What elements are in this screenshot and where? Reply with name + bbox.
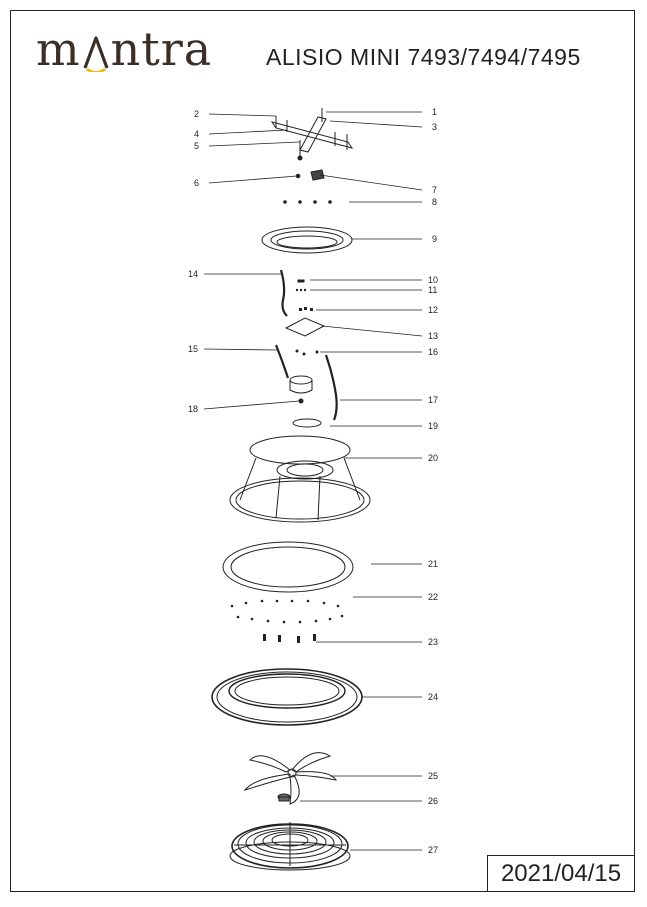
callout-19: 19 (428, 421, 438, 431)
logo-text-start: m (36, 22, 81, 76)
callout-14: 14 (188, 269, 198, 279)
callout-3: 3 (432, 122, 437, 132)
callout-17: 17 (428, 395, 438, 405)
terminal-plate-part (284, 317, 326, 337)
callout-4: 4 (194, 129, 199, 139)
revision-date: 2021/04/15 (487, 855, 635, 892)
callout-15: 15 (188, 344, 198, 354)
callout-8: 8 (432, 197, 437, 207)
small-screw-part (297, 279, 305, 283)
callout-25: 25 (428, 771, 438, 781)
callout-6: 6 (194, 178, 199, 188)
washer-set-part (283, 200, 332, 204)
disc-part (292, 418, 322, 428)
fan-blade-part (243, 752, 338, 805)
callout-20: 20 (428, 453, 438, 463)
spacer-set-part (263, 634, 316, 643)
blade-nut-part (277, 793, 291, 802)
callout-21: 21 (428, 559, 438, 569)
callout-13: 13 (428, 331, 438, 341)
fan-grille-part (229, 822, 351, 871)
ceiling-plate-part (261, 226, 353, 254)
callout-5: 5 (194, 141, 199, 151)
connector-block-part (310, 169, 325, 181)
mounting-bracket-part (270, 108, 354, 161)
callout-2: 2 (194, 109, 199, 119)
cable-part-14 (279, 269, 288, 317)
cable-part-17 (324, 354, 338, 421)
callout-26: 26 (428, 796, 438, 806)
product-title: ALISIO MINI 7493/7494/7495 (266, 44, 581, 70)
callout-27: 27 (428, 845, 438, 855)
logo-text-end: ntra (110, 22, 213, 76)
callout-18: 18 (188, 404, 198, 414)
callout-1: 1 (432, 107, 437, 117)
screw-set-part-22 (230, 599, 344, 624)
callout-11: 11 (428, 285, 437, 295)
callout-7: 7 (432, 185, 437, 195)
fastener-set-part (295, 349, 319, 356)
cable-part-15 (274, 344, 290, 379)
callout-23: 23 (428, 637, 438, 647)
leader-lines (203, 111, 423, 851)
callout-16: 16 (428, 347, 438, 357)
callout-12: 12 (428, 305, 438, 315)
callout-9: 9 (432, 234, 437, 244)
glass-diffuser-part (211, 668, 363, 726)
motor-unit-part (289, 375, 313, 404)
callout-24: 24 (428, 692, 438, 702)
callout-22: 22 (428, 592, 438, 602)
callout-10: 10 (428, 275, 438, 285)
page-border (10, 10, 635, 892)
gasket-ring-part (222, 541, 354, 593)
nut-set-part (295, 288, 313, 311)
main-housing-part (229, 435, 371, 523)
